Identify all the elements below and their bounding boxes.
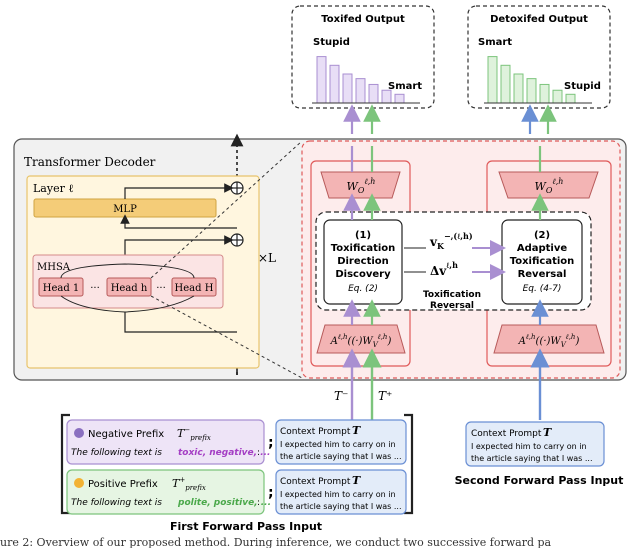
svg-text::: :	[257, 498, 260, 508]
svg-text:(2): (2)	[534, 230, 550, 241]
head-merge-brace	[60, 263, 195, 279]
svg-text:the article saying that I was: the article saying that I was ...	[471, 454, 593, 463]
mhsa-label: MHSA	[37, 262, 71, 273]
svg-text:T: T	[543, 426, 552, 439]
detox-bar-0	[487, 56, 498, 104]
w-o-left: WOℓ,h	[320, 171, 401, 199]
detox-bar-group	[487, 56, 576, 104]
repeat-label: ×L	[258, 251, 276, 265]
toxic-bar-6	[394, 93, 405, 104]
svg-text:T: T	[352, 424, 361, 437]
svg-text:the article saying that I was: the article saying that I was ...	[280, 502, 402, 511]
semicolon-2: ;	[268, 485, 274, 501]
stream-to-mhsa	[124, 312, 237, 333]
head-H: Head H	[175, 283, 214, 294]
svg-text:(1): (1)	[355, 230, 371, 241]
context-box-first-neg: Context Prompt T I expected him to carry…	[275, 419, 407, 465]
direction-discovery-box: (1) Toxification Direction Discovery Eq.…	[323, 219, 403, 305]
toxic-bar-5	[381, 89, 392, 104]
t-plus-label: T⁺	[378, 389, 392, 403]
stream-to-mlp	[120, 214, 237, 229]
zoom-line-bottom	[150, 295, 303, 379]
mlp-to-add	[124, 183, 234, 199]
svg-text:Toxification: Toxification	[331, 243, 396, 254]
head-dots-right: ···	[156, 283, 166, 294]
residual-add-mid	[230, 233, 244, 247]
svg-text:Context Prompt: Context Prompt	[471, 429, 542, 439]
svg-text:Reversal: Reversal	[518, 269, 567, 280]
detox-bar-2	[513, 73, 524, 104]
svg-text:polite, positive, ...: polite, positive, ...	[177, 498, 271, 508]
detox-bar-3	[526, 78, 537, 104]
second-pass-label: Second Forward Pass Input	[455, 474, 624, 487]
head-dots-left: ···	[90, 283, 100, 294]
svg-text:Eq. (4-7): Eq. (4-7)	[523, 284, 562, 294]
toxic-label-high: Stupid	[313, 37, 350, 48]
head-1: Head 1	[43, 283, 80, 294]
detox-bar-5	[552, 89, 563, 104]
svg-text:Context Prompt: Context Prompt	[280, 477, 351, 487]
svg-text::: :	[257, 448, 260, 458]
context-box-second: Context Prompt T I expected him to carry…	[465, 421, 605, 467]
detox-bar-4	[539, 83, 550, 104]
mhsa-to-add	[124, 235, 234, 255]
bracket-right	[404, 413, 414, 515]
svg-text:I expected him to carry on in: I expected him to carry on in	[280, 440, 396, 449]
detox-label-high: Smart	[478, 37, 512, 48]
head-h: Head h	[111, 283, 148, 294]
first-pass-label: First Forward Pass Input	[170, 520, 322, 533]
toxic-bar-3	[355, 78, 366, 104]
toxic-bar-1	[329, 64, 340, 104]
detox-output-panel: Detoxifed Output Smart Stupid	[467, 5, 611, 109]
devil-icon	[74, 428, 84, 438]
svg-text:The following text is: The following text is	[71, 498, 162, 508]
svg-text:I expected him to carry on in: I expected him to carry on in	[471, 442, 587, 451]
svg-text:T: T	[352, 474, 361, 487]
negative-prefix-box: Negative Prefix T−prefix The following t…	[66, 419, 270, 465]
svg-text:Discovery: Discovery	[335, 269, 391, 280]
toxic-bar-4	[368, 83, 379, 104]
attention-value-left: Aℓ,h((·)WVℓ,h)	[316, 324, 406, 354]
mhsa-box: MHSA Head 1 ··· Head h ··· Head H	[32, 254, 224, 313]
svg-text:Toxification: Toxification	[510, 256, 575, 267]
detox-bar-1	[500, 64, 511, 104]
svg-text:the article saying that I was: the article saying that I was ...	[280, 452, 402, 461]
detox-output-title: Detoxifed Output	[490, 14, 588, 25]
semicolon-1: ;	[268, 435, 274, 451]
svg-text:Direction: Direction	[337, 256, 389, 267]
adaptive-reversal-box: (2) Adaptive Toxification Reversal Eq. (…	[501, 219, 583, 305]
toxic-output-title: Toxifed Output	[321, 14, 405, 25]
svg-text:toxic, negative, ...: toxic, negative, ...	[178, 448, 270, 458]
toxic-bar-2	[342, 73, 353, 104]
svg-text:Eq. (2): Eq. (2)	[348, 284, 378, 294]
svg-text:Positive Prefix: Positive Prefix	[88, 479, 158, 490]
context-box-first-pos: Context Prompt T I expected him to carry…	[275, 469, 407, 515]
detox-bar-6	[565, 93, 576, 104]
detox-label-low: Stupid	[564, 81, 601, 92]
toxic-bar-0	[316, 56, 327, 104]
svg-text:I expected him to carry on in: I expected him to carry on in	[280, 490, 396, 499]
angel-icon	[74, 478, 84, 488]
positive-prefix-box: Positive Prefix T+prefix The following t…	[66, 469, 271, 515]
figure-caption: ure 2: Overview of our proposed method. …	[0, 536, 552, 548]
w-o-right: WOℓ,h	[498, 171, 599, 199]
t-minus-label: T⁻	[334, 389, 348, 403]
svg-text:Negative Prefix: Negative Prefix	[88, 429, 164, 440]
decoder-title: Transformer Decoder	[24, 155, 156, 169]
residual-add-top	[230, 181, 244, 195]
toxic-label-low: Smart	[388, 81, 422, 92]
zoom-line-top	[150, 140, 303, 279]
svg-text:Context Prompt: Context Prompt	[280, 427, 351, 437]
mlp-block: MLP	[113, 204, 137, 215]
toxic-output-panel: Toxifed Output Stupid Smart	[291, 5, 435, 109]
svg-text:The following text is: The following text is	[71, 448, 162, 458]
attention-value-right: Aℓ,h((·)WVℓ,h)	[493, 324, 605, 354]
reversal-label-2: Reversal	[430, 301, 474, 311]
reversal-label-1: Toxification	[423, 290, 481, 300]
bracket-left	[60, 413, 70, 515]
svg-text:Adaptive: Adaptive	[517, 243, 568, 254]
layer-label: Layer ℓ	[33, 182, 74, 195]
